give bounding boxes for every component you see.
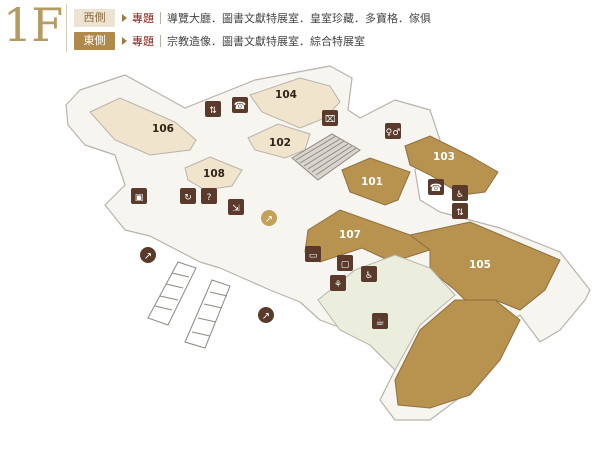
east-tag[interactable]: 東側 xyxy=(74,32,115,50)
svg-text:♿: ♿ xyxy=(456,190,464,200)
svg-text:☎: ☎ xyxy=(430,183,442,194)
tv-icon[interactable]: ▢ xyxy=(337,255,353,271)
west-tag[interactable]: 西側 xyxy=(74,9,115,27)
floor-label: 1F xyxy=(3,0,63,52)
east-items: 宗教造像．圖書文獻特展室．綜合特展室 xyxy=(167,35,365,48)
arrow-icon xyxy=(122,14,127,22)
arrow-icon xyxy=(122,37,127,45)
svg-text:☎: ☎ xyxy=(234,101,246,112)
telephone-icon[interactable]: ☎ xyxy=(428,179,444,195)
room-108-floor[interactable] xyxy=(184,156,243,191)
svg-text:⇅: ⇅ xyxy=(456,208,464,218)
exit-icon[interactable]: ⇲ xyxy=(228,199,244,215)
elevator-icon[interactable]: ⇅ xyxy=(452,203,468,219)
elevator-icon[interactable]: ⇅ xyxy=(205,101,221,117)
room-102-label: 102 xyxy=(269,137,291,149)
entrance-icon[interactable]: ↗ xyxy=(261,210,277,226)
restroom-icon[interactable]: ♀♂ xyxy=(385,123,401,139)
east-theme: 專題 xyxy=(132,35,154,48)
baby-stroller-icon[interactable]: ⚘ xyxy=(330,275,346,291)
tv-icon[interactable]: ▭ xyxy=(305,246,321,262)
room-104-label: 104 xyxy=(275,89,297,101)
legend-row-east: 東側 專題 宗教造像．圖書文獻特展室．綜合特展室 xyxy=(74,31,431,51)
svg-text:▢: ▢ xyxy=(341,260,350,270)
svg-text:⚘: ⚘ xyxy=(334,280,342,290)
svg-text:⌧: ⌧ xyxy=(325,115,335,125)
telephone-icon[interactable]: ☎ xyxy=(232,97,248,113)
entrance-escalators xyxy=(147,261,231,349)
separator xyxy=(160,35,161,47)
svg-text:↗: ↗ xyxy=(262,311,270,322)
separator xyxy=(160,12,161,24)
room-105-lower-floor[interactable] xyxy=(394,299,521,409)
room-106-label: 106 xyxy=(152,123,174,135)
svg-text:▣: ▣ xyxy=(135,193,144,203)
room-108-label: 108 xyxy=(203,168,225,180)
information-icon[interactable]: ? xyxy=(201,188,217,204)
svg-text:⇲: ⇲ xyxy=(232,204,240,214)
audio-guide-icon[interactable]: ▣ xyxy=(131,188,147,204)
wheelchair-icon[interactable]: ♿ xyxy=(361,266,377,282)
svg-text:↻: ↻ xyxy=(184,193,192,203)
legend: 西側 專題 導覽大廳．圖書文獻特展室．皇室珍藏．多寶格．傢俱 東側 專題 宗教造… xyxy=(74,8,431,54)
legend-row-west: 西側 專題 導覽大廳．圖書文獻特展室．皇室珍藏．多寶格．傢俱 xyxy=(74,8,431,28)
room-105-label: 105 xyxy=(469,259,491,271)
room-106-floor[interactable] xyxy=(89,97,197,156)
cafe-area-floor[interactable] xyxy=(317,254,456,371)
entrance-icon[interactable]: ↗ xyxy=(140,247,156,263)
svg-text:☕: ☕ xyxy=(376,317,385,328)
divider xyxy=(66,4,67,52)
entrance-icon[interactable]: ↗ xyxy=(258,307,274,323)
svg-text:♀♂: ♀♂ xyxy=(386,128,401,138)
room-107-label: 107 xyxy=(339,229,361,241)
svg-text:▭: ▭ xyxy=(309,251,318,261)
svg-text:♿: ♿ xyxy=(365,271,373,281)
room-103-floor[interactable] xyxy=(404,135,499,196)
room-101-floor[interactable] xyxy=(341,157,411,206)
west-theme: 專題 xyxy=(132,12,154,25)
stairs xyxy=(291,133,361,181)
svg-text:↗: ↗ xyxy=(144,251,152,262)
svg-text:⇅: ⇅ xyxy=(209,106,217,116)
cafe-icon[interactable]: ☕ xyxy=(372,313,388,329)
west-items: 導覽大廳．圖書文獻特展室．皇室珍藏．多寶格．傢俱 xyxy=(167,12,431,25)
svg-text:↗: ↗ xyxy=(265,214,273,225)
room-103-label: 103 xyxy=(433,151,455,163)
locker-icon[interactable]: ⌧ xyxy=(322,110,338,126)
svg-text:?: ? xyxy=(207,193,212,203)
accessible-restroom-icon[interactable]: ♿ xyxy=(452,185,468,201)
room-101-label: 101 xyxy=(361,176,383,188)
escalator-icon[interactable]: ↻ xyxy=(180,188,196,204)
